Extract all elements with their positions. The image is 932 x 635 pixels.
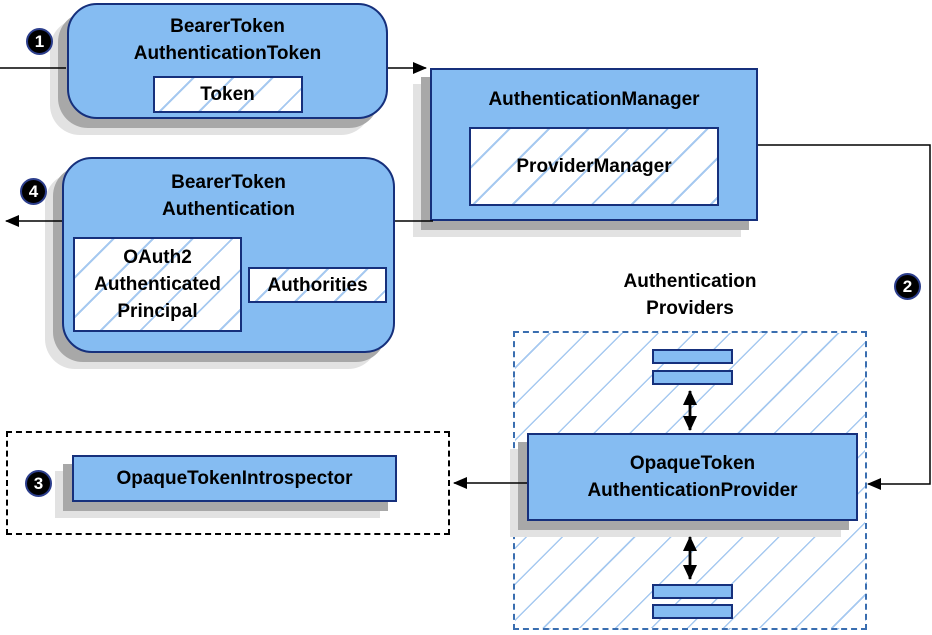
authentication-providers-group-title: Authentication Providers bbox=[623, 271, 757, 319]
provider-manager-label: ProviderManager bbox=[516, 156, 672, 177]
step-4-badge: 4 bbox=[20, 178, 47, 205]
step-2-badge: 2 bbox=[894, 273, 921, 300]
step-1-badge: 1 bbox=[26, 28, 53, 55]
provider-list-bar bbox=[652, 370, 733, 385]
bearer-token-authentication-token-node: BearerToken AuthenticationToken Token bbox=[67, 3, 388, 119]
token-inner-label: Token bbox=[200, 84, 255, 105]
opaque-token-authentication-provider-node: OpaqueToken AuthenticationProvider bbox=[527, 433, 858, 521]
opaque-token-authentication-provider-title: OpaqueToken AuthenticationProvider bbox=[587, 453, 798, 501]
oauth2-authenticated-principal-inner-box: OAuth2 Authenticated Principal bbox=[73, 237, 242, 332]
authentication-manager-title: AuthenticationManager bbox=[488, 89, 700, 110]
bearer-token-authentication-title: BearerToken Authentication bbox=[162, 172, 295, 220]
provider-list-bar bbox=[652, 349, 733, 364]
authorities-label: Authorities bbox=[267, 274, 368, 296]
provider-manager-inner-box: ProviderManager bbox=[469, 127, 719, 206]
bearer-token-authentication-node: BearerToken Authentication OAuth2 Authen… bbox=[62, 157, 395, 353]
authorities-inner-box: Authorities bbox=[248, 267, 387, 303]
oauth2-authenticated-principal-label: OAuth2 Authenticated Principal bbox=[94, 247, 221, 322]
step-3-badge: 3 bbox=[25, 470, 52, 497]
provider-list-bar bbox=[652, 604, 733, 619]
token-inner-box: Token bbox=[152, 76, 303, 113]
provider-list-bar bbox=[652, 584, 733, 599]
authentication-manager-node: AuthenticationManager ProviderManager bbox=[430, 68, 758, 221]
opaque-token-introspector-node: OpaqueTokenIntrospector bbox=[72, 455, 397, 502]
opaque-token-introspector-label: OpaqueTokenIntrospector bbox=[116, 467, 353, 489]
bearer-token-authentication-token-title: BearerToken AuthenticationToken bbox=[133, 16, 322, 64]
